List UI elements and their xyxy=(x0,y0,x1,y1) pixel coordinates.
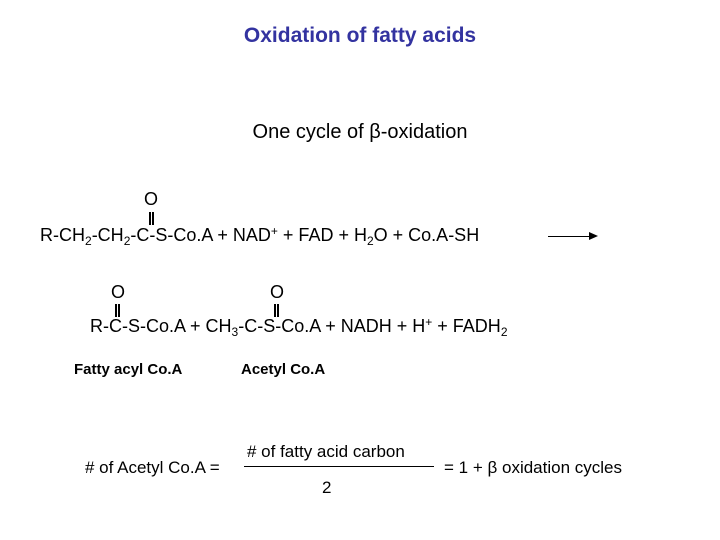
reactant-double-bond xyxy=(149,212,154,225)
reactant-part: O + Co.A-SH xyxy=(373,225,480,245)
superscript: + xyxy=(425,315,433,329)
subscript: 2 xyxy=(123,234,131,248)
subscript: 2 xyxy=(366,234,374,248)
reactant-part: R-CH xyxy=(40,225,85,245)
reactant-equation: R-CH2-CH2-C-S-Co.A + NAD+ + FAD + H2O + … xyxy=(40,224,480,248)
acetyl-coa-label: Acetyl Co.A xyxy=(241,361,326,378)
product-part: + FADH xyxy=(432,316,501,336)
product-carbonyl-oxygen-1: O xyxy=(111,282,126,302)
product-equation: R-C-S-Co.A + CH3-C-S-Co.A + NADH + H+ + … xyxy=(90,315,508,339)
product-part: R-C-S-Co.A + CH xyxy=(90,316,232,336)
product-part: -C-S-Co.A + NADH + H xyxy=(238,316,426,336)
formula-rhs-before: = 1 + xyxy=(444,458,488,477)
beta-symbol: β xyxy=(487,458,498,477)
formula-rhs: = 1 + β oxidation cycles xyxy=(444,458,622,478)
formula-rhs-after: oxidation cycles xyxy=(497,458,622,477)
subscript: 3 xyxy=(231,325,239,339)
subtitle: One cycle of β-oxidation xyxy=(0,121,720,144)
reactant-part: -C-S-Co.A + NAD xyxy=(130,225,271,245)
reactant-part: -CH xyxy=(91,225,124,245)
reactant-part: + FAD + H xyxy=(277,225,367,245)
fatty-acyl-coa-label: Fatty acyl Co.A xyxy=(74,361,183,378)
reactant-carbonyl-oxygen: O xyxy=(144,189,159,209)
subscript: 2 xyxy=(85,234,92,248)
reaction-arrow-head xyxy=(589,232,598,240)
subscript: 2 xyxy=(500,325,508,339)
slide-title: Oxidation of fatty acids xyxy=(243,24,477,47)
product-double-bond-2 xyxy=(274,304,279,317)
subtitle-text-before: One cycle of xyxy=(252,121,370,143)
subtitle-text-after: -oxidation xyxy=(380,121,468,143)
formula-lhs: # of Acetyl Co.A = xyxy=(85,458,220,477)
fraction-line xyxy=(244,466,434,467)
product-carbonyl-oxygen-2: O xyxy=(270,282,285,302)
reaction-arrow-line xyxy=(548,236,590,237)
product-double-bond-1 xyxy=(115,304,120,317)
beta-symbol: β xyxy=(369,121,381,143)
formula-denominator: 2 xyxy=(322,478,332,497)
superscript: + xyxy=(270,224,278,238)
formula-numerator: # of fatty acid carbon xyxy=(247,442,405,461)
